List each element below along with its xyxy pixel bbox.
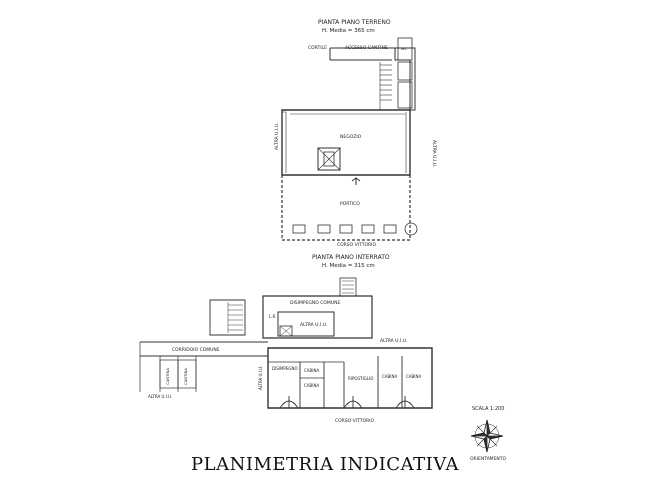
basement-plan: [139, 277, 433, 409]
label-street-ground: CORSO VITTORIO: [337, 242, 376, 248]
label-cabina-2: CABINA: [304, 383, 319, 388]
label-wc: WC: [401, 47, 407, 51]
label-altra-ui-bottom-left: ALTRA U.I.U.: [148, 394, 172, 399]
basement-height: H. Media = 315 cm: [322, 263, 375, 269]
label-ripostiglio: RIPOSTIGLIO: [348, 376, 373, 381]
label-cabina-3: CABINA: [382, 374, 397, 379]
ground-floor-height: H. Media = 365 cm: [322, 28, 375, 34]
label-cabina-1: CABINA: [304, 368, 319, 373]
label-disimpegno: DISIMPEGNO: [272, 366, 298, 371]
label-altra-ui-left-vertical: ALTRA U.I.U.: [258, 366, 263, 390]
label-accesso-cantine: ACCESSO CANTINE: [345, 45, 388, 51]
label-cabina-4: CABINA: [406, 374, 421, 379]
label-altra-ui-center: ALTRA U.I.U.: [300, 322, 327, 328]
label-cantina-b: CANTINA: [183, 368, 188, 385]
ground-floor-labels: PIANTA PIANO TERRENO H. Media = 365 cm C…: [274, 19, 437, 248]
basement-title: PIANTA PIANO INTERRATO: [312, 254, 390, 261]
page-caption: PLANIMETRIA INDICATIVA: [191, 454, 459, 475]
label-disimpegno-comune: DISIMPEGNO COMUNE: [290, 300, 340, 306]
ground-floor-plan: [281, 37, 418, 241]
compass-icon: [470, 419, 504, 453]
orientation-label: ORIENTAMENTO: [470, 456, 507, 462]
label-altra-ui-right: ALTRA U.I.U.: [431, 140, 437, 167]
label-lr: L.R.: [269, 314, 276, 319]
label-corridoio-comune: CORRIDOIO COMUNE: [172, 347, 220, 353]
basement-labels: PIANTA PIANO INTERRATO H. Media = 315 cm…: [148, 254, 421, 424]
label-portico: PORTICO: [340, 201, 360, 207]
label-altra-ui-left: ALTRA U.I.U.: [274, 123, 280, 150]
label-cantina-a: CANTINA: [165, 368, 170, 385]
ground-floor-title: PIANTA PIANO TERRENO: [318, 19, 391, 26]
label-cortile: CORTILE: [308, 45, 327, 51]
label-altra-ui-right-top: ALTRA U.I.U.: [380, 338, 407, 344]
label-street-basement: CORSO VITTORIO: [335, 418, 374, 424]
label-negozio: NEGOZIO: [340, 134, 362, 140]
scale-label: SCALA 1:200: [472, 406, 504, 412]
